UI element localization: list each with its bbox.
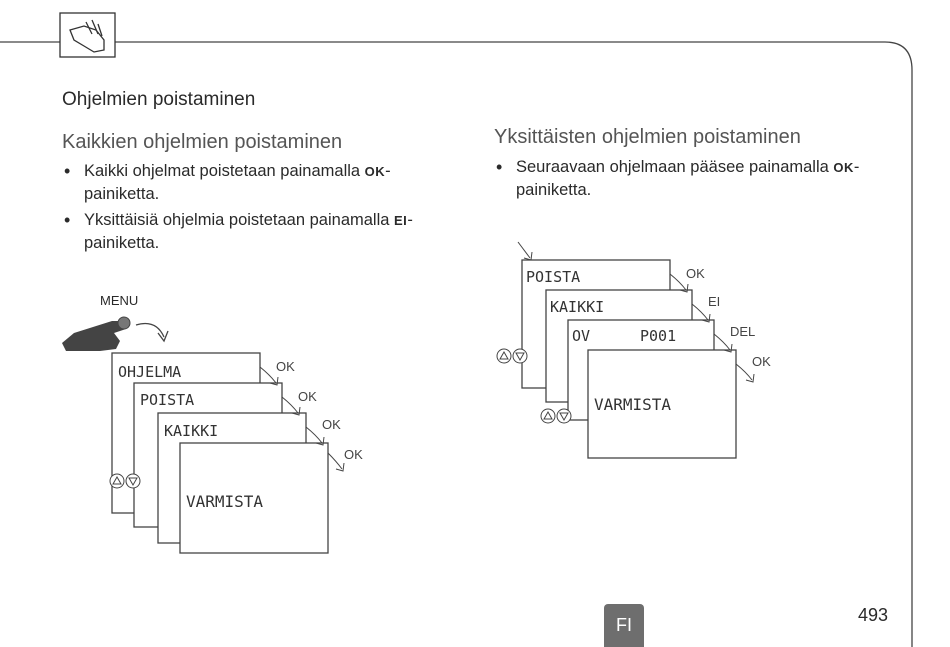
pressing-hand-icon [62,316,131,351]
step-label: OK [322,417,341,432]
step-label: OK [344,447,363,462]
up-down-buttons-icon [540,408,572,424]
step-label: OK [686,266,705,281]
list-item: Yksittäisiä ohjelmia poistetaan painamal… [62,209,422,254]
screen-text: VARMISTA [186,492,263,511]
menu-label: MENU [100,293,139,308]
step-label: DEL [730,324,755,339]
page-number: 493 [858,605,889,625]
step-label: OK [752,354,771,369]
screen-text: VARMISTA [594,395,671,414]
right-diagram: POISTA KAIKKI OV P001 VARMISTA OK EI DEL… [496,241,771,459]
step-arrow-icon [669,273,689,293]
screen-text: P001 [640,327,676,345]
section-title: Ohjelmien poistaminen [62,89,256,110]
right-subtitle: Yksittäisten ohjelmien poistaminen [494,126,801,148]
step-label: OK [298,389,317,404]
screen-text: OV [572,327,590,345]
step-arrow-icon [691,303,711,323]
step-arrow-icon [327,452,345,472]
screen-text: KAIKKI [164,422,218,440]
lcd-screen: VARMISTA [587,349,737,459]
hand-press-icon [59,12,116,58]
ok-key: OK [833,160,854,175]
entry-arrow-icon [517,241,533,261]
step-arrow-icon [259,366,279,386]
step-arrow-icon [713,333,733,353]
screen-text: POISTA [140,391,194,409]
ok-key: OK [364,164,386,179]
step-arrow-icon [281,396,301,416]
step-label: OK [276,359,295,374]
list-item: Seuraavaan ohjelmaan pääsee painamalla O… [494,156,874,201]
right-bullet-list: Seuraavaan ohjelmaan pääsee painamalla O… [494,156,874,205]
list-item: Kaikki ohjelmat poistetaan painamalla OK… [62,160,422,205]
arrow-icon [135,322,169,343]
screen-text: OHJELMA [118,363,181,381]
left-bullet-list: Kaikki ohjelmat poistetaan painamalla OK… [62,160,422,258]
screen-text: POISTA [526,268,580,286]
lcd-screen: VARMISTA [179,442,329,554]
step-arrow-icon [735,363,755,383]
screen-text: KAIKKI [550,298,604,316]
step-arrow-icon [305,426,325,446]
language-tab: FI [604,604,644,647]
left-diagram: OHJELMA POISTA KAIKKI VARMISTA OK OK OK … [62,316,363,554]
ei-key: EI [394,213,408,228]
step-label: EI [708,294,720,309]
up-down-buttons-icon [496,348,528,364]
up-down-buttons-icon [109,473,141,489]
left-subtitle: Kaikkien ohjelmien poistaminen [62,131,343,153]
